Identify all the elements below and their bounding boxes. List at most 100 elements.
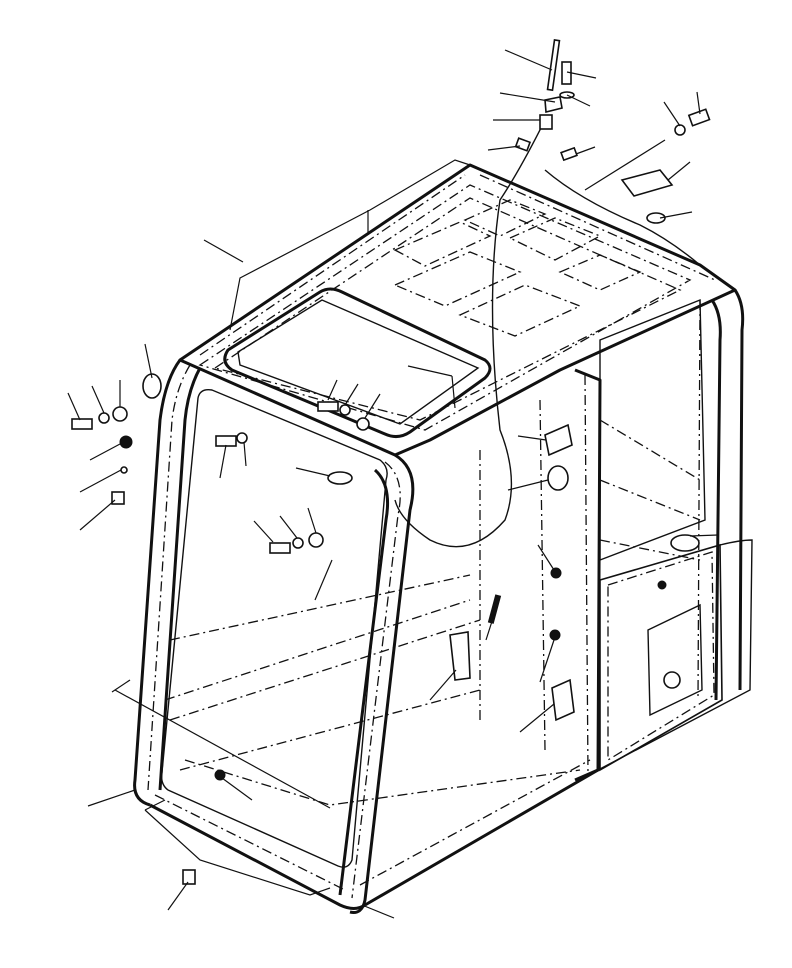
leader-floor-bolt xyxy=(221,777,253,801)
leader-rear-slot-2 xyxy=(519,703,555,733)
interior-rail-4 xyxy=(179,689,481,771)
leader-lower-left xyxy=(87,789,136,807)
mid-nut xyxy=(308,532,324,548)
leader-label-plate xyxy=(667,161,691,181)
front-left-pillar-dash xyxy=(147,364,191,791)
leader-lower-bracket xyxy=(144,799,331,896)
parts xyxy=(71,39,711,885)
floor-bolt xyxy=(214,769,226,781)
front-bolt-1 xyxy=(215,435,237,447)
rear-pillar-inner xyxy=(710,299,722,701)
roof-hatch-glass xyxy=(237,299,480,425)
bottom-front-rail-dash xyxy=(154,794,346,891)
front-window-opening xyxy=(160,388,388,868)
roof-inner-dashed-2 xyxy=(213,197,682,421)
left-washer-2 xyxy=(120,466,128,474)
interior-rail-3 xyxy=(169,619,481,721)
door-latch xyxy=(663,671,681,689)
roof-panel-6 xyxy=(393,251,522,307)
rear-right-pillar xyxy=(733,289,745,691)
roof-bolt xyxy=(687,108,711,127)
leader-door-rod xyxy=(485,614,495,641)
mid-bolt xyxy=(269,542,291,554)
roof-cable xyxy=(544,169,701,266)
seal-ring-left xyxy=(142,373,162,399)
front-right-pillar-inner xyxy=(338,468,390,896)
leader-lines xyxy=(67,49,719,919)
leader-door-handle xyxy=(689,534,719,537)
leader-striker xyxy=(429,669,457,701)
leader-mid-nut xyxy=(307,507,317,534)
leader-left-washer xyxy=(91,385,105,414)
cable-clip-2 xyxy=(560,146,578,162)
leader-cap-nut xyxy=(167,881,189,911)
leader-mid-bolt xyxy=(253,520,274,543)
rear-window-frame xyxy=(599,298,706,562)
bottom-side-rail-dash xyxy=(359,759,591,886)
roof-panel-2 xyxy=(463,199,547,237)
leader-left-frame-2 xyxy=(111,679,131,693)
roof-bolt-washer xyxy=(674,124,686,136)
leader-roof-group xyxy=(229,159,471,331)
door-hinge-box xyxy=(647,603,703,717)
leader-roof-bolt xyxy=(696,91,701,115)
leader-antenna-rod xyxy=(504,49,553,71)
leader-mid-plate xyxy=(314,559,333,601)
front-seal-ring xyxy=(327,471,353,485)
front-washer-1 xyxy=(236,432,248,444)
rear-slot-cover-2 xyxy=(551,678,575,722)
leader-grommet xyxy=(659,211,693,219)
side-lower-panel xyxy=(597,539,753,771)
leader-front-washer xyxy=(243,441,247,467)
leader-hatch xyxy=(407,365,453,377)
left-nut-1 xyxy=(112,406,128,422)
leader-seal-ring xyxy=(144,343,153,379)
leader-left-plug xyxy=(79,499,116,531)
roof-inner-dashed xyxy=(198,184,692,431)
interior-rail-1 xyxy=(169,574,471,641)
leader-bottom-right xyxy=(361,904,395,919)
leader-antenna-bolt xyxy=(566,71,597,79)
leader-rear-fastener-1 xyxy=(537,544,555,571)
antenna-bracket xyxy=(544,96,563,114)
rear-brace-2 xyxy=(599,479,701,521)
bottom-side-rail xyxy=(364,768,599,907)
bottom-cap-nut xyxy=(182,869,196,885)
front-left-pillar-inner xyxy=(158,367,202,791)
caution-label-plate xyxy=(620,169,674,197)
leader-left-nut-2 xyxy=(89,443,121,461)
roof-screw xyxy=(317,401,339,412)
interior-rail-2 xyxy=(164,599,471,701)
rear-pillar-dash xyxy=(697,299,701,701)
leader-roof-nut xyxy=(364,393,381,419)
leader-front-bolt xyxy=(219,444,227,479)
leader-hatch-v xyxy=(451,375,456,409)
roof-panel-1 xyxy=(393,221,492,267)
front-right-pillar xyxy=(349,453,415,914)
antenna-rod xyxy=(546,39,561,92)
antenna-nut xyxy=(539,114,553,130)
cable-grommet xyxy=(646,212,666,224)
antenna-cable xyxy=(394,119,546,548)
leader-clip-1 xyxy=(487,145,521,151)
door-panel xyxy=(599,543,723,772)
roof-rear-edge-dash xyxy=(479,174,716,281)
left-washer-1 xyxy=(98,412,110,424)
roof-hatch-frame xyxy=(223,287,492,439)
cable-clip-1 xyxy=(514,137,532,152)
roof-panel-4 xyxy=(458,284,582,337)
door-rear-pillar-dash xyxy=(584,374,589,776)
door-pin xyxy=(657,580,667,590)
leader-roof-screw xyxy=(327,379,338,401)
left-nut-2 xyxy=(119,435,133,449)
left-plug xyxy=(111,491,125,505)
roof-panel-3 xyxy=(508,217,602,261)
mid-washer xyxy=(292,537,304,549)
leader-rear-slot-1 xyxy=(517,435,547,441)
rear-wall-vert-2 xyxy=(539,399,546,751)
door-handle xyxy=(670,534,700,552)
door-rod xyxy=(487,594,502,624)
leader-roof-washer xyxy=(663,101,681,127)
